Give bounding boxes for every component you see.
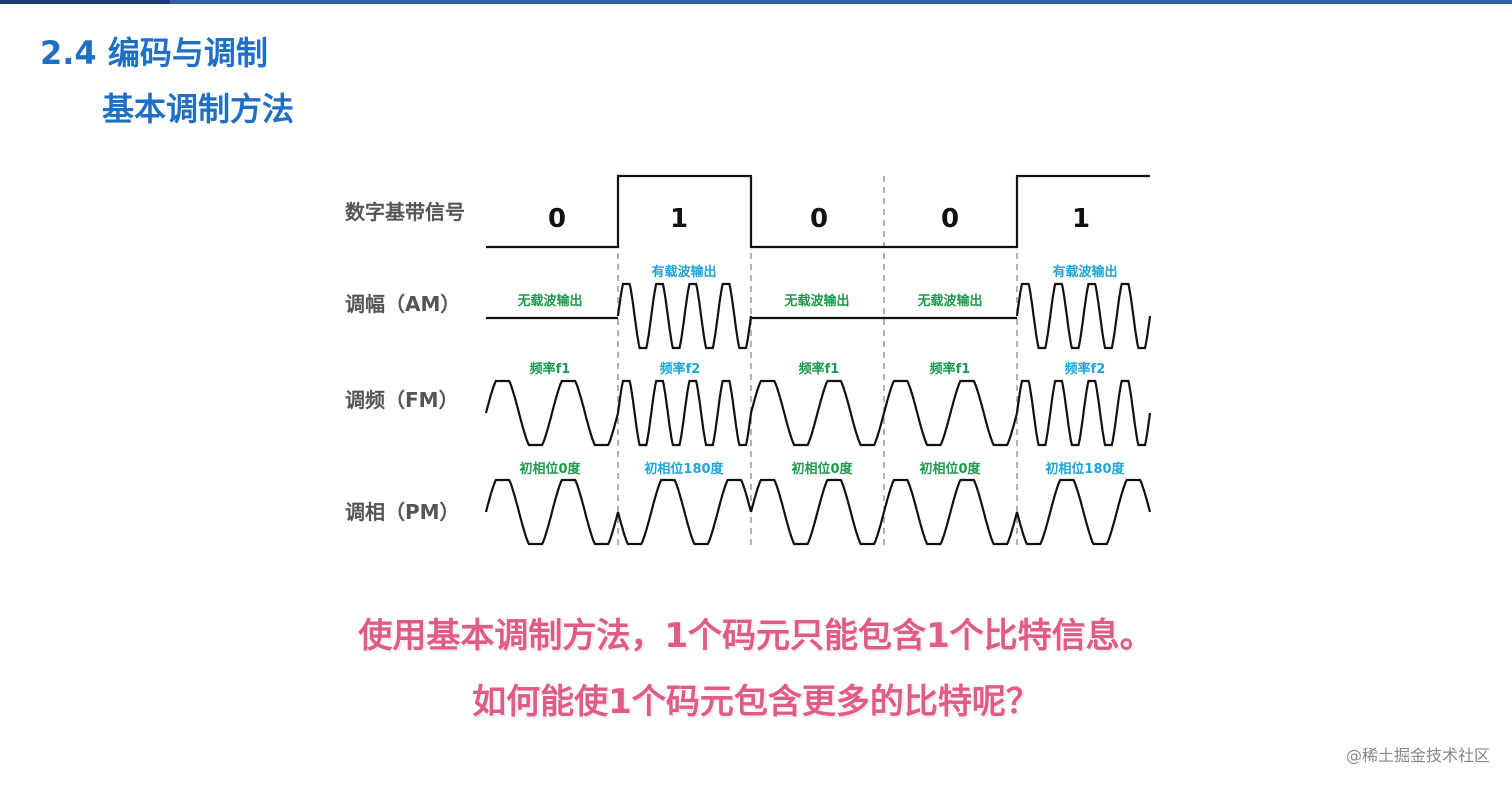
watermark: @稀土掘金技术社区 bbox=[1345, 746, 1490, 765]
slide-title: 2.4 编码与调制 bbox=[40, 34, 268, 72]
caption-line-2: 如何能使1个码元包含更多的比特呢？ bbox=[472, 682, 1040, 722]
pm-note: 初相位0度 bbox=[919, 461, 981, 477]
fm-note: 频率f1 bbox=[530, 361, 571, 377]
fm-wave bbox=[749, 379, 886, 447]
top-bar-accent bbox=[0, 0, 170, 4]
am-note: 有载波输出 bbox=[651, 264, 716, 280]
bit-label: 1 bbox=[1072, 204, 1090, 234]
am-carrier-wave bbox=[1015, 282, 1152, 350]
digital-signal bbox=[486, 174, 1150, 249]
bit-label: 0 bbox=[548, 204, 566, 234]
fm-note: 频率f2 bbox=[660, 361, 701, 377]
label-digital: 数字基带信号 bbox=[345, 200, 465, 224]
label-am: 调幅（AM） bbox=[345, 292, 460, 316]
fm-wave bbox=[1015, 379, 1152, 447]
bit-label: 0 bbox=[810, 204, 828, 234]
bit-label: 0 bbox=[941, 204, 959, 234]
fm-note: 频率f1 bbox=[930, 361, 971, 377]
label-fm: 调频（FM） bbox=[345, 388, 459, 412]
am-carrier-wave bbox=[616, 282, 753, 350]
am-note: 无载波输出 bbox=[516, 293, 582, 309]
pm-note: 初相位0度 bbox=[791, 461, 853, 477]
pm-note: 初相位0度 bbox=[519, 461, 581, 477]
pm-wave bbox=[749, 478, 886, 546]
pm-note: 初相位180度 bbox=[644, 461, 724, 477]
pm-wave bbox=[616, 478, 753, 546]
fm-note: 频率f1 bbox=[799, 361, 840, 377]
bit-label: 1 bbox=[670, 204, 688, 234]
waveforms bbox=[484, 174, 1152, 546]
pm-note: 初相位180度 bbox=[1045, 461, 1125, 477]
pm-wave bbox=[484, 478, 620, 546]
fm-wave bbox=[882, 379, 1019, 447]
pm-wave bbox=[882, 478, 1019, 546]
fm-wave bbox=[484, 379, 620, 447]
top-bar bbox=[0, 0, 1512, 4]
am-note: 无载波输出 bbox=[916, 293, 982, 309]
am-note: 有载波输出 bbox=[1052, 264, 1117, 280]
fm-wave bbox=[616, 379, 753, 447]
pm-wave bbox=[1015, 478, 1152, 546]
fm-note: 频率f2 bbox=[1065, 361, 1106, 377]
slide-subtitle: 基本调制方法 bbox=[102, 90, 295, 128]
caption-line-1: 使用基本调制方法，1个码元只能包含1个比特信息。 bbox=[358, 616, 1154, 656]
am-note: 无载波输出 bbox=[783, 293, 849, 309]
label-pm: 调相（PM） bbox=[345, 500, 460, 524]
